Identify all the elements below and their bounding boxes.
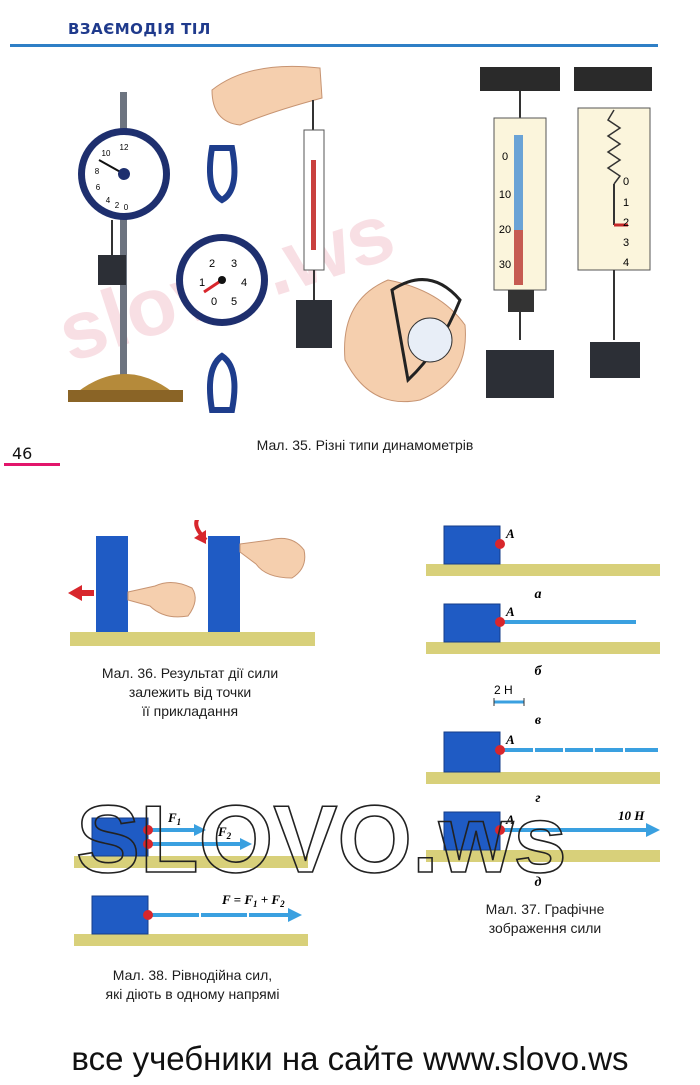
handheld-dial-dynamometer: 0 1 2 3 4 5 [176, 145, 268, 413]
figure-35-caption: Мал. 35. Різні типи динамометрів [256, 437, 474, 453]
svg-text:2: 2 [209, 258, 215, 270]
grip-dynamometer-in-hand [344, 278, 466, 403]
header-rule [10, 44, 658, 47]
footer-website-text: все учебники на сайте www.slovo.ws [71, 1040, 629, 1077]
figure-37-diagram: A а A б 2 Н в A г A 10 Н д [426, 525, 660, 890]
svg-text:8: 8 [95, 167, 100, 176]
spring-dynamometer: 0 1 2 3 4 [574, 67, 652, 378]
label-d: д [535, 875, 542, 890]
svg-text:3: 3 [231, 258, 237, 270]
pushing-hand-icon [127, 582, 196, 618]
svg-text:10: 10 [499, 189, 511, 201]
pushing-hand-top-icon [239, 537, 306, 579]
svg-text:3: 3 [623, 237, 629, 249]
svg-text:5: 5 [231, 296, 237, 308]
f1-label: F1 [167, 810, 181, 827]
figure-36-caption-line3: її прикладання [141, 703, 239, 719]
tube-dynamometer: 0 10 20 30 [480, 67, 560, 398]
figure-36-caption-line1: Мал. 36. Результат дії сили [101, 665, 279, 681]
svg-text:10: 10 [102, 149, 111, 158]
section-title: ВЗАЄМОДІЯ ТІЛ [68, 20, 211, 38]
watermark-outline: SLOVO.ws [75, 785, 567, 890]
figure-38-diagram: F1 F2 F = F1 + F2 [74, 810, 308, 946]
svg-text:A: A [505, 604, 515, 619]
scale-label: 2 Н [494, 683, 513, 697]
svg-text:4: 4 [241, 277, 247, 289]
f2-label: F2 [217, 824, 232, 841]
figure-38-caption-line2: які діють в одному напрямі [105, 986, 280, 1002]
resultant-force-label: F = F1 + F2 [221, 892, 285, 909]
page-number-rule [4, 463, 60, 466]
force-arrow-head-icon [646, 823, 660, 837]
figure-36-diagram [68, 520, 315, 646]
left-arrow-icon [68, 585, 94, 601]
label-g: г [535, 791, 540, 806]
label-b: б [535, 664, 543, 679]
svg-text:0: 0 [623, 176, 629, 188]
svg-text:1: 1 [199, 277, 205, 289]
svg-text:A: A [505, 732, 515, 747]
force-label: 10 Н [618, 808, 645, 823]
label-v: в [535, 713, 542, 728]
svg-text:20: 20 [499, 224, 511, 236]
rotation-arrow-icon [194, 530, 206, 544]
spring-scale-with-hand [211, 65, 332, 348]
svg-text:0: 0 [211, 296, 217, 308]
point-a-label-1: A [505, 526, 515, 541]
svg-text:2: 2 [115, 201, 120, 210]
figure-37-caption-line1: Мал. 37. Графічне [485, 901, 605, 917]
svg-text:30: 30 [499, 259, 511, 271]
stand-dial-dynamometer: 12 10 8 6 4 2 0 [68, 92, 183, 402]
figure-35-dynamometers: slovo.ws 12 10 8 6 4 2 0 0 1 2 3 4 5 [47, 65, 652, 413]
svg-text:4: 4 [106, 196, 111, 205]
figure-38-caption-line1: Мал. 38. Рівнодійна сил, [112, 967, 273, 983]
svg-text:0: 0 [502, 151, 508, 163]
svg-text:1: 1 [623, 197, 629, 209]
svg-text:12: 12 [120, 143, 129, 152]
svg-text:0: 0 [124, 203, 129, 212]
figure-36-caption-line2: залежить від точки [128, 684, 252, 700]
svg-text:4: 4 [623, 257, 629, 269]
svg-text:SLOVO.ws: SLOVO.ws [76, 786, 567, 890]
page-number: 46 [12, 444, 33, 463]
figure-37-caption-line2: зображення сили [488, 920, 602, 936]
label-a: а [535, 587, 542, 602]
svg-text:A: A [505, 812, 515, 827]
svg-text:2: 2 [623, 217, 629, 229]
svg-text:6: 6 [96, 183, 101, 192]
